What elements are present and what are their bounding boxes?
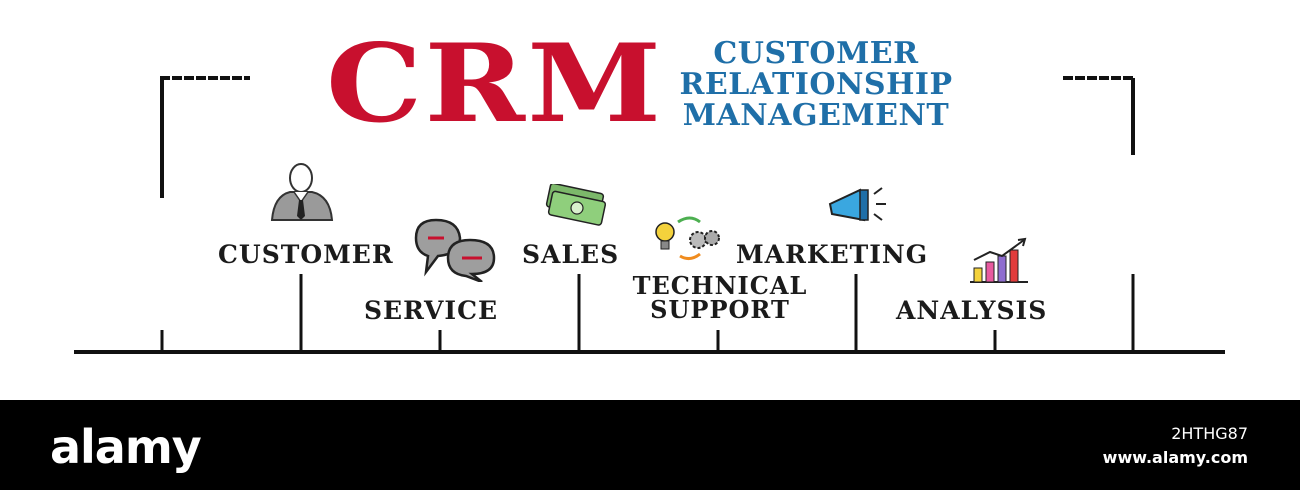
site-url: www.alamy.com [1102, 448, 1248, 467]
crm-subtitle: CUSTOMER RELATIONSHIP MANAGEMENT [660, 38, 972, 131]
label-analysis: ANALYSIS [896, 296, 1048, 325]
person-icon [270, 163, 334, 221]
label-customer: CUSTOMER [218, 240, 394, 269]
crm-title: CRM [326, 21, 664, 147]
idea-gears-icon [655, 216, 720, 261]
label-technical-support: TECHNICAL SUPPORT [620, 274, 820, 322]
label-technical-line: TECHNICAL [632, 271, 808, 300]
label-support-line: SUPPORT [650, 295, 790, 324]
speech-bubbles-icon [414, 218, 496, 282]
label-sales: SALES [522, 240, 620, 269]
subtitle-line: CUSTOMER [713, 36, 919, 71]
image-id: 2HTHG87 [1171, 424, 1248, 443]
bar-chart-icon [970, 237, 1028, 283]
brand-logo: alamy [50, 420, 202, 474]
label-marketing: MARKETING [736, 240, 929, 269]
illustration-canvas [0, 0, 1300, 400]
subtitle-line: MANAGEMENT [682, 98, 950, 133]
watermark-bar [0, 400, 1300, 490]
subtitle-line: RELATIONSHIP [679, 67, 953, 102]
timeline-frame [74, 76, 1225, 354]
money-icon [545, 184, 607, 226]
megaphone-icon [828, 187, 886, 222]
label-service: SERVICE [364, 296, 499, 325]
